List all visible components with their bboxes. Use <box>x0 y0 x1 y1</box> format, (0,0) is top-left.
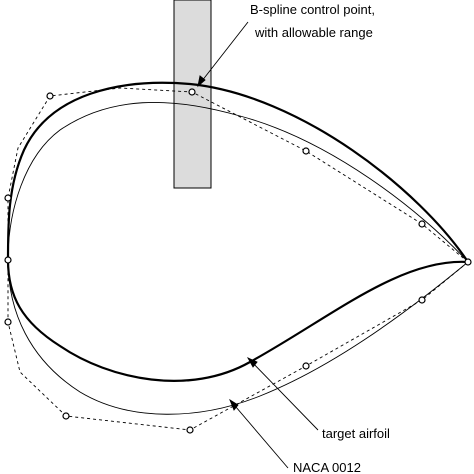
control-polygon <box>7 87 469 431</box>
control-point <box>302 147 310 155</box>
control-point-label-line1: B-spline control point, <box>250 2 375 17</box>
control-point-leader <box>197 21 249 87</box>
arrowhead <box>246 357 258 368</box>
control-point <box>4 194 12 202</box>
target-airfoil-curve <box>6 81 471 382</box>
target-airfoil-label: target airfoil <box>322 426 390 441</box>
control-point <box>188 88 196 96</box>
control-point-label-line2: with allowable range <box>254 25 373 40</box>
naca-leader <box>229 399 289 469</box>
control-point <box>46 92 54 100</box>
control-point <box>62 412 70 420</box>
control-point <box>4 256 12 264</box>
control-point <box>186 426 194 434</box>
target-leader <box>247 357 319 431</box>
arrowhead <box>197 75 206 88</box>
control-point <box>302 362 310 370</box>
arrowhead <box>229 398 239 411</box>
control-point <box>418 220 426 228</box>
control-point <box>4 318 12 326</box>
control-points <box>4 88 472 434</box>
control-point <box>464 258 472 266</box>
naca-0012-label: NACA 0012 <box>293 460 361 474</box>
control-point <box>418 296 426 304</box>
leader-lines <box>197 21 319 469</box>
